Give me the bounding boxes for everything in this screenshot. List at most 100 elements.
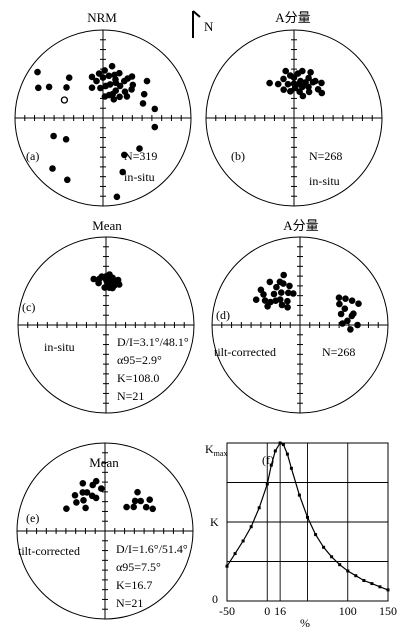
direction-point-lower bbox=[82, 504, 89, 512]
direction-point-lower bbox=[106, 81, 114, 88]
direction-point-lower bbox=[115, 281, 123, 288]
panel-e-label: (e) bbox=[26, 511, 39, 525]
direction-point-lower bbox=[280, 86, 288, 93]
direction-point-lower bbox=[123, 93, 131, 100]
fold-test-point bbox=[370, 582, 374, 586]
panel-b-stat-condition: in-situ bbox=[309, 174, 340, 188]
direction-point-lower bbox=[50, 132, 57, 140]
direction-point-lower bbox=[348, 297, 356, 305]
fold-test-point bbox=[285, 452, 289, 456]
direction-point-lower bbox=[116, 82, 124, 90]
direction-point-lower bbox=[106, 284, 113, 292]
direction-point-lower bbox=[280, 271, 288, 279]
fold-test-point bbox=[257, 506, 261, 510]
direction-point-lower bbox=[63, 84, 70, 91]
north-arrow-label: N bbox=[204, 19, 214, 34]
direction-point-lower bbox=[287, 72, 294, 79]
direction-point-lower bbox=[285, 289, 292, 297]
panel-e-stat-n: N=21 bbox=[116, 596, 143, 610]
direction-point-lower bbox=[318, 89, 326, 97]
direction-point-lower bbox=[266, 278, 274, 286]
direction-point-lower bbox=[290, 80, 298, 87]
panel-e-axes bbox=[17, 443, 193, 619]
direction-point-lower bbox=[121, 151, 128, 159]
direction-point-lower bbox=[92, 494, 100, 502]
panel-d-title: A分量 bbox=[283, 218, 318, 233]
direction-point-lower bbox=[280, 75, 287, 83]
north-arrow-head bbox=[192, 10, 201, 18]
direction-point-lower bbox=[105, 72, 113, 80]
direction-point-lower bbox=[142, 503, 150, 511]
direction-point-lower bbox=[347, 326, 354, 333]
direction-point-lower bbox=[80, 497, 87, 504]
panel-a-stat-condition: in-situ bbox=[124, 170, 155, 184]
direction-point-lower bbox=[129, 81, 137, 89]
direction-point-lower bbox=[83, 489, 91, 496]
direction-point-lower bbox=[134, 488, 141, 496]
direction-point-lower bbox=[97, 84, 104, 92]
panel-c-points bbox=[90, 271, 123, 292]
direction-point-lower bbox=[102, 273, 110, 280]
direction-point-lower bbox=[90, 275, 97, 283]
fold-test-point bbox=[225, 564, 229, 568]
panel-c-stat-n: N=21 bbox=[117, 389, 144, 403]
direction-point-lower bbox=[88, 84, 96, 91]
direction-point-lower bbox=[286, 282, 293, 290]
direction-point-lower bbox=[339, 320, 346, 327]
fold-test-point bbox=[265, 482, 269, 486]
direction-point-lower bbox=[264, 303, 271, 310]
y-axis-zero-label: 0 bbox=[212, 592, 218, 606]
panel-b-axes bbox=[206, 30, 382, 206]
panel-b-title: A分量 bbox=[275, 10, 310, 25]
direction-point-lower bbox=[124, 75, 131, 82]
fold-test-point bbox=[241, 539, 245, 543]
direction-point-lower bbox=[305, 88, 313, 96]
direction-point-lower bbox=[123, 503, 130, 511]
direction-point-lower bbox=[96, 275, 103, 283]
direction-point-lower bbox=[270, 290, 278, 298]
direction-point-lower bbox=[101, 284, 108, 291]
direction-point-lower bbox=[101, 67, 108, 74]
direction-point-lower bbox=[299, 92, 307, 100]
x-tick-label: 16 bbox=[274, 604, 286, 618]
direction-point-lower bbox=[71, 492, 79, 499]
panel-e-condition: tilt-corrected bbox=[18, 544, 80, 558]
panel-a-title: NRM bbox=[87, 10, 117, 25]
direction-point-lower bbox=[337, 310, 345, 318]
panel-e-stat-k: K=16.7 bbox=[116, 578, 152, 592]
direction-point-lower bbox=[151, 105, 159, 113]
fold-test-point bbox=[322, 545, 326, 549]
x-tick-label: -50 bbox=[219, 604, 235, 618]
panel-a-label: (a) bbox=[26, 149, 39, 163]
fold-test-point bbox=[338, 563, 342, 567]
panel-c-title: Mean bbox=[92, 218, 122, 233]
stereonet-panel-c: Mean (c) in-situ D/I=3.1°/48.1° α95=2.9°… bbox=[17, 218, 195, 414]
stereonet-panel-e: Mean (e) tilt-corrected D/I=1.6°/51.4° α… bbox=[16, 442, 194, 620]
panel-d-axes bbox=[212, 237, 388, 413]
fold-test-point bbox=[289, 466, 293, 470]
direction-point-lower bbox=[99, 74, 107, 81]
panel-a-points bbox=[34, 62, 159, 201]
panel-a-stat-n: N=319 bbox=[124, 149, 157, 163]
direction-point-lower bbox=[63, 505, 70, 512]
direction-point-lower bbox=[149, 505, 156, 513]
direction-point-lower bbox=[344, 317, 351, 325]
direction-point-lower bbox=[64, 176, 71, 184]
panel-c-stat-k: K=108.0 bbox=[117, 371, 159, 385]
direction-point-lower bbox=[143, 77, 151, 85]
fold-test-label: (f) bbox=[262, 453, 274, 467]
panel-b-label: (b) bbox=[231, 149, 245, 163]
x-tick-label: 100 bbox=[339, 604, 357, 618]
panel-c-stat-di: D/I=3.1°/48.1° bbox=[117, 335, 189, 349]
panel-c-label: (c) bbox=[22, 300, 35, 314]
direction-point-lower bbox=[136, 145, 143, 152]
fold-test-point bbox=[273, 449, 277, 453]
fold-test-point bbox=[378, 585, 382, 589]
fold-test-point bbox=[269, 463, 273, 467]
direction-point-lower bbox=[350, 310, 357, 318]
fold-test-point bbox=[233, 552, 237, 556]
direction-point-lower bbox=[34, 68, 41, 76]
